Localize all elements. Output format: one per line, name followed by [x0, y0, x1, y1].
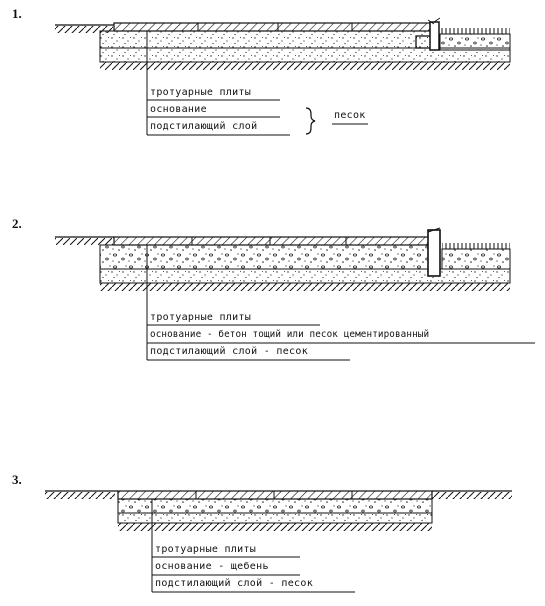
sub-base-layer	[117, 512, 433, 524]
lawn	[442, 243, 510, 249]
soil-bottom	[100, 283, 510, 291]
section-2-label-tiles: тротуарные плиты	[150, 312, 252, 323]
base-layer-concrete	[99, 244, 431, 270]
soil-bottom	[100, 62, 510, 70]
section-2-drawing	[55, 227, 535, 361]
section-2-label-subbase: подстилающий слой - песок	[150, 346, 309, 357]
section-3-label-base: основание - щебень	[155, 561, 269, 572]
paving-tiles-layer	[117, 490, 433, 500]
soil-hatch-left	[45, 492, 115, 499]
soil-hatch	[55, 238, 113, 245]
section-3-label-subbase: подстилающий слой - песок	[155, 578, 314, 589]
base-layer-gravel	[117, 498, 433, 514]
brace	[305, 107, 316, 135]
section-3-label-tiles: тротуарные плиты	[155, 544, 257, 555]
curb	[427, 229, 441, 277]
gravel-area	[441, 248, 511, 270]
sub-base-layer	[99, 268, 511, 284]
soil-hatch-right	[432, 492, 512, 499]
section-1-drawing	[55, 17, 511, 136]
base-layer	[99, 30, 431, 49]
section-1-bracket-label: песок	[334, 110, 366, 121]
section-1-label-base: основание	[150, 104, 207, 115]
gravel-area	[439, 33, 511, 51]
section-3-drawing	[45, 490, 512, 593]
soil-bottom	[118, 523, 432, 531]
soil-hatch	[55, 26, 113, 33]
paving-tiles-layer	[113, 22, 431, 32]
section-2-number: 2.	[12, 216, 22, 231]
section-1-label-subbase: подстилающий слой	[150, 121, 258, 132]
paving-tiles-layer	[113, 236, 431, 246]
section-2-label-base: основание - бетон тощий или песок цемент…	[150, 329, 430, 340]
lawn	[440, 28, 510, 34]
section-1-number: 1.	[12, 6, 22, 21]
section-3-number: 3.	[12, 472, 22, 487]
section-1-label-tiles: тротуарные плиты	[150, 87, 252, 98]
curb	[429, 21, 440, 51]
